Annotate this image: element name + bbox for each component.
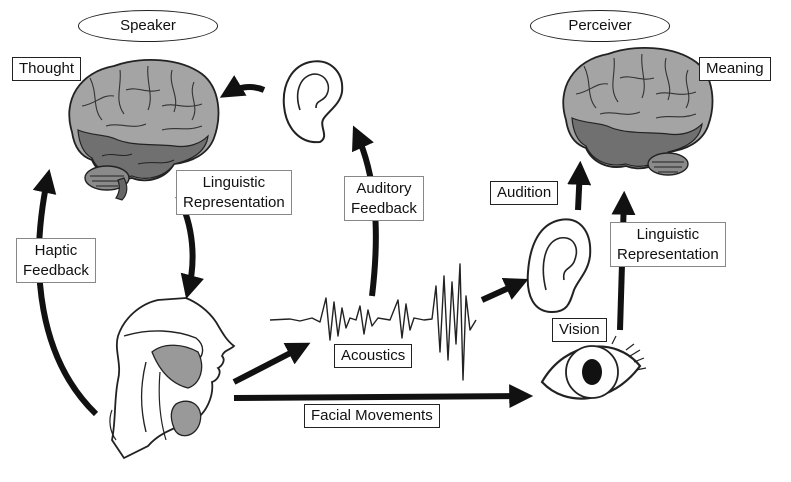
auditory-feedback-label: Auditory Feedback (344, 176, 424, 221)
meaning-label: Meaning (699, 57, 771, 81)
vision-label: Vision (552, 318, 607, 342)
haptic-feedback-label: Haptic Feedback (16, 238, 96, 283)
arrow-ear-to-brain (219, 75, 266, 98)
speaker-linguistic-representation-label: Linguistic Representation (176, 170, 292, 215)
sound-waveform-icon (269, 263, 477, 381)
flow-arrows (32, 75, 636, 417)
speaker-linguistic-line2: Representation (183, 193, 285, 211)
perceiver-brain-icon (562, 46, 714, 176)
arrow-haptic-feedback (32, 168, 99, 417)
arrow-wave-to-ear (480, 277, 529, 303)
thought-label: Thought (12, 57, 82, 81)
perceiver-linguistic-line1: Linguistic (636, 226, 700, 243)
acoustics-label: Acoustics (334, 344, 413, 368)
arrow-audition (567, 160, 592, 211)
facial-movements-label: Facial Movements (304, 404, 440, 428)
perceiver-linguistic-representation-label: Linguistic Representation (610, 222, 726, 267)
speaker-role-label: Speaker (78, 10, 218, 42)
feedback-ear-icon (282, 60, 344, 144)
eye-icon (540, 333, 647, 400)
auditory-feedback-line2: Feedback (351, 199, 417, 217)
vocal-tract-icon (109, 297, 236, 460)
audition-label: Audition (490, 181, 559, 205)
perceiver-role-label: Perceiver (530, 10, 670, 42)
speaker-linguistic-line1: Linguistic (202, 174, 266, 191)
arrow-tract-to-acoustics (232, 342, 311, 385)
perceiver-linguistic-line2: Representation (617, 245, 719, 263)
arrow-facial-movements (233, 384, 534, 409)
speaker-brain-icon (68, 58, 220, 201)
haptic-feedback-line2: Feedback (23, 261, 89, 279)
auditory-feedback-line1: Auditory (356, 180, 412, 197)
haptic-feedback-line1: Haptic (34, 242, 78, 259)
perceiver-ear-icon (526, 218, 592, 314)
